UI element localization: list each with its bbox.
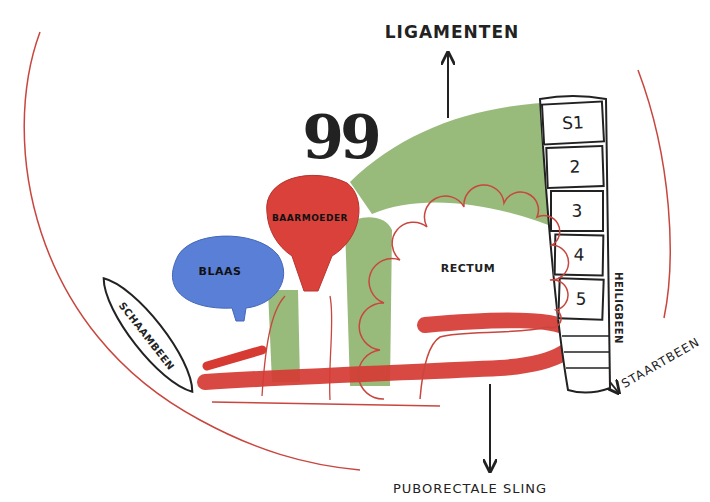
text-holder: BAARMOEDER: [272, 207, 348, 225]
text-holder: 5: [575, 289, 586, 308]
vertebra-box: 2: [545, 145, 604, 189]
ligament-column: [345, 217, 392, 386]
vertebra-number: 2: [569, 156, 581, 176]
quote-mark: 99: [302, 102, 378, 172]
bladder: BLAAS: [156, 230, 290, 322]
leader-arrow: [447, 54, 449, 118]
vertebra-number: 3: [572, 201, 583, 221]
sacrum: HEILIGBEEN S1 2 3 4 5: [528, 96, 632, 396]
rectum-path: [358, 185, 568, 399]
part-label: LIGAMENTEN: [385, 22, 519, 42]
text-holder: BLAAS: [199, 261, 242, 279]
vertebra-number: 5: [575, 288, 587, 308]
pubic-bone-path: [91, 269, 204, 402]
vertebra-box: S1: [541, 100, 605, 145]
text-holder: S1: [562, 113, 585, 133]
vertebra-box: 5: [557, 277, 604, 321]
body-outline: [638, 70, 670, 318]
sacrum-path: [540, 96, 610, 393]
bladder-path: [172, 236, 283, 321]
text-holder: 3: [572, 202, 583, 221]
canal-outline: [330, 296, 332, 400]
label-holder: LIGAMENTEN: [385, 24, 519, 41]
text-holder: 4: [573, 246, 584, 265]
part-label: PUBORECTALE SLING: [393, 481, 547, 496]
rectum-outline: [372, 185, 567, 400]
ligament-column: [268, 290, 300, 382]
organ-name: HEILIGBEEN: [613, 272, 624, 344]
vertebra-number: 4: [573, 245, 584, 265]
part-label: STAARTBEEN: [619, 335, 702, 391]
sling-band: [207, 350, 262, 366]
floor-outline: [212, 402, 440, 406]
text-holder: 2: [569, 157, 580, 176]
organ-name: BAARMOEDER: [272, 213, 348, 223]
rectum: RECTUM: [372, 185, 567, 400]
text-holder: RECTUM: [441, 258, 495, 276]
label-holder: 99: [302, 107, 378, 167]
organ-name: RECTUM: [441, 262, 495, 275]
ligament-band: [350, 102, 566, 232]
puborectal-sling: [205, 320, 574, 382]
sacrum-path: [562, 336, 610, 368]
label-holder: STAARTBEEN: [618, 333, 702, 391]
text-holder: SCHAAMBEEN: [116, 297, 181, 373]
vertebra-box: 4: [554, 234, 605, 277]
text-holder: HEILIGBEEN: [611, 272, 629, 344]
vertebra-number: S1: [562, 112, 585, 133]
organ-name: BLAAS: [199, 265, 242, 278]
leader-arrow: [489, 384, 491, 470]
label-holder: PUBORECTALE SLING: [393, 480, 547, 496]
